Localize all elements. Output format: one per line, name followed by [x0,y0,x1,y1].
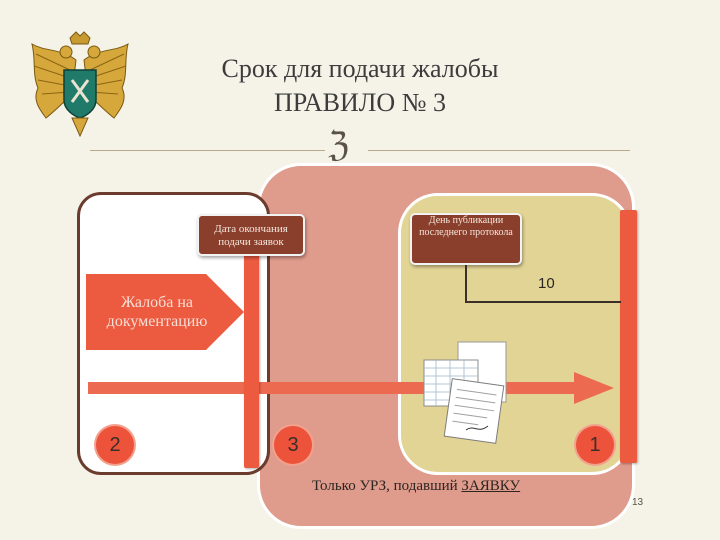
emblem-icon [26,30,134,140]
timeline-arrow [88,370,618,406]
decorative-glyph: ℨ [328,128,349,162]
footer-note-prefix: Только УРЗ, подавший [312,478,461,494]
marker-deadline [620,210,637,463]
footer-note-emphasis: ЗАЯВКУ [461,478,520,494]
footer-note: Только УРЗ, подавший ЗАЯВКУ [312,478,520,495]
days-label: 10 [538,275,555,292]
title-line-2: ПРАВИЛО № 3 [150,86,570,120]
step-circle-left: 2 [96,426,134,464]
complaint-arrow-label: Жалоба на документацию [92,293,222,331]
marker-end-date [244,250,259,468]
slide-number: 13 [632,497,643,508]
slide-title: Срок для подачи жалобы ПРАВИЛО № 3 [150,52,570,120]
callout-end-date: Дата окончания подачи заявок [197,214,305,256]
step-circle-right: 1 [576,426,614,464]
divider-left [90,150,325,151]
interval-span [465,296,621,308]
documents-icon [418,338,522,448]
divider-right [368,150,630,151]
callout-publication: День публикации последнего протокола [410,213,522,265]
title-line-1: Срок для подачи жалобы [150,52,570,86]
step-circle-middle: 3 [274,426,312,464]
